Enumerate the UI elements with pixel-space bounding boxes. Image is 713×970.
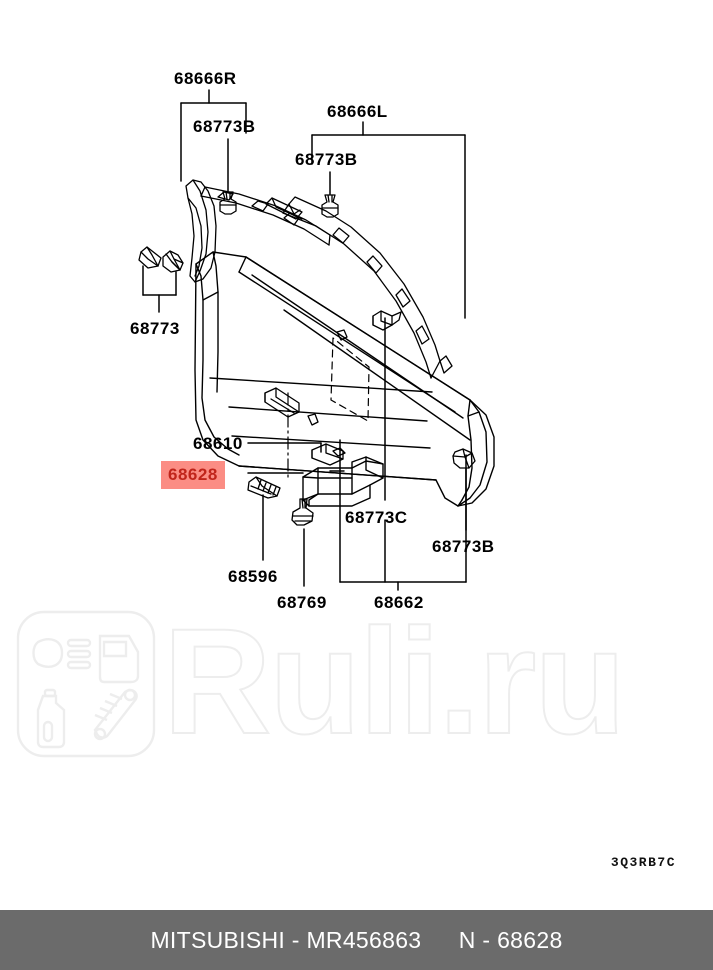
part-68610-bracket	[311, 443, 346, 466]
leader-68666r	[180, 89, 247, 182]
clip-68773b-upper-left	[219, 191, 237, 215]
leader-68773	[142, 265, 177, 313]
panel-latch-bezel	[264, 387, 300, 418]
footer-separator-2: -	[482, 926, 491, 953]
part-label-68666l[interactable]: 68666L	[327, 102, 388, 121]
panel-socket-upper	[336, 329, 348, 341]
footer-group-prefix: N	[458, 926, 476, 953]
part-label-68773b-3[interactable]: 68773B	[432, 537, 495, 556]
part-label-68773b-2[interactable]: 68773B	[295, 150, 358, 169]
part-68628-bracket	[302, 456, 384, 507]
footer-bar: MITSUBISHI - MR456863 N - 68628	[0, 910, 713, 970]
part-68596-screw	[247, 476, 281, 499]
technical-drawing	[138, 89, 495, 591]
clip-68773b-right	[452, 448, 476, 469]
drawing-canvas	[138, 89, 495, 591]
panel-socket-lower	[307, 413, 319, 426]
clip-68773c	[372, 310, 402, 331]
part-68769-clip	[291, 498, 314, 526]
part-68666r-trim	[185, 179, 217, 283]
part-label-68628-highlighted[interactable]: 68628	[161, 461, 225, 489]
footer-oem-number: MR456863	[306, 926, 422, 953]
part-label-68596[interactable]: 68596	[228, 567, 278, 586]
drawing-reference-code: 3Q3RB7C	[610, 855, 676, 870]
footer-separator-1: -	[291, 926, 300, 953]
leader-68610	[247, 442, 322, 453]
part-68662-trim-panel	[194, 251, 495, 507]
footer-group-number: 68628	[497, 926, 563, 953]
leader-68666l	[311, 121, 466, 319]
part-68773-pin	[138, 246, 162, 269]
part-label-68769[interactable]: 68769	[277, 593, 327, 612]
footer-caption: MITSUBISHI - MR456863 N - 68628	[150, 927, 562, 954]
hidden-outline-dashed	[330, 337, 370, 422]
part-label-68773c[interactable]: 68773C	[345, 508, 408, 527]
part-68666l-rail	[282, 196, 453, 379]
part-label-68773[interactable]: 68773	[130, 319, 180, 338]
clip-68773b-upper-right	[321, 194, 339, 218]
part-68666r-rail-flange	[265, 197, 303, 220]
part-label-68666r[interactable]: 68666R	[174, 69, 237, 88]
footer-brand: MITSUBISHI	[150, 926, 286, 953]
part-68773-bolt	[162, 250, 184, 273]
part-label-68773b-1[interactable]: 68773B	[193, 117, 256, 136]
part-label-68610[interactable]: 68610	[193, 434, 243, 453]
part-68666r-rail	[200, 186, 331, 246]
part-label-68662[interactable]: 68662	[374, 593, 424, 612]
